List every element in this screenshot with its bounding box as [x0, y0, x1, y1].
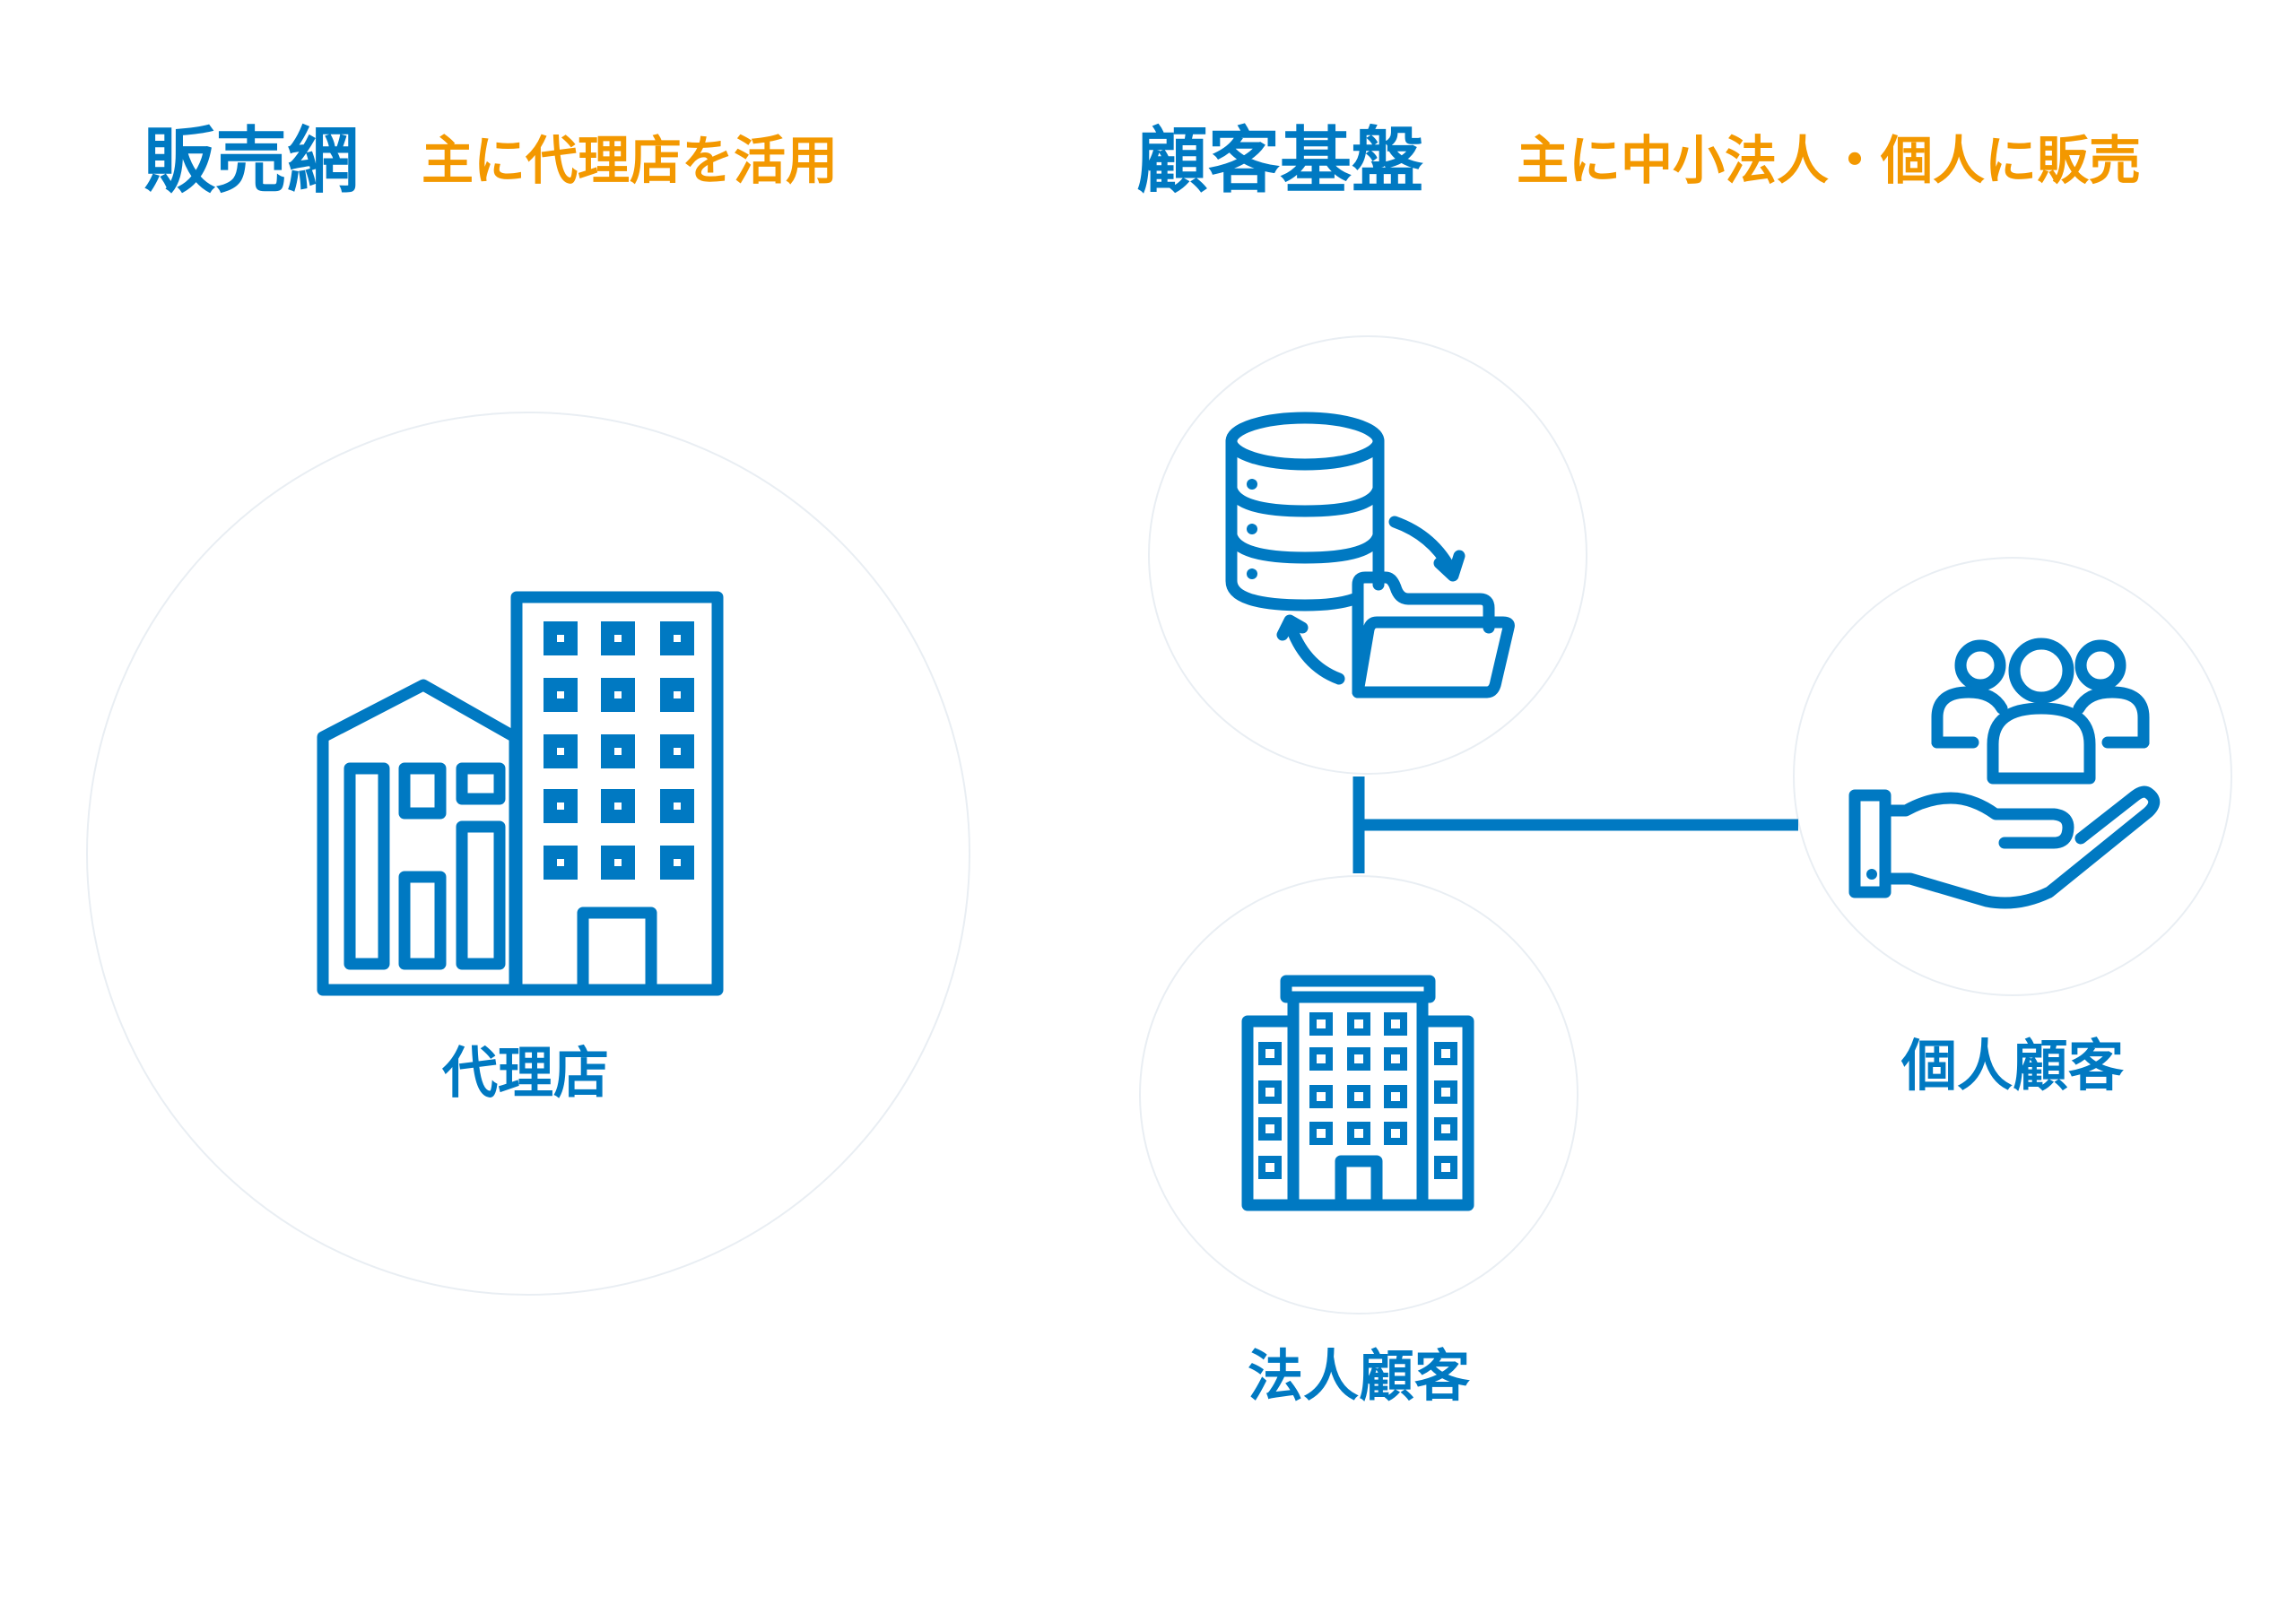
- corporate-circle: [1139, 875, 1578, 1314]
- window-icon: [1309, 1122, 1333, 1145]
- window-icon: [1309, 1047, 1333, 1071]
- right-section-subtitle: 主に中小法人・個人に販売: [1517, 130, 2142, 191]
- corporate-customer-label: 法人顧客: [1247, 1343, 1471, 1409]
- agency-circle: [86, 412, 970, 1296]
- individual-customer-label: 個人顧客: [1900, 1033, 2125, 1098]
- left-section-subtitle: 主に代理店を活用: [422, 130, 839, 191]
- window-icon: [1384, 1085, 1407, 1108]
- office-windows: [1258, 1012, 1457, 1179]
- window-icon: [1309, 1012, 1333, 1036]
- window-icon: [1384, 1012, 1407, 1036]
- window-icon: [1258, 1156, 1282, 1179]
- database-folder-sync-icon: [1225, 412, 1515, 698]
- office-building-icon: [1241, 975, 1474, 1211]
- hand-holding-people-icon: [1848, 638, 2161, 909]
- left-section-title: 販売網: [144, 119, 359, 203]
- window-icon: [1347, 1012, 1370, 1036]
- window-icon: [1434, 1080, 1457, 1104]
- cuff-button-icon: [1866, 869, 1877, 880]
- window-icon: [1347, 1122, 1370, 1145]
- window-icon: [1434, 1156, 1457, 1179]
- window-icon: [1384, 1047, 1407, 1071]
- window-icon: [1258, 1117, 1282, 1141]
- window-icon: [1384, 1122, 1407, 1145]
- connector-lines: [1352, 776, 1798, 873]
- right-section-title: 顧客基盤: [1136, 119, 1423, 203]
- window-icon: [1347, 1085, 1370, 1108]
- window-icon: [1309, 1085, 1333, 1108]
- window-icon: [1434, 1117, 1457, 1141]
- agency-building-icon: [317, 591, 724, 996]
- agency-label: 代理店: [441, 1040, 610, 1106]
- window-icon: [1347, 1047, 1370, 1071]
- window-icon: [1258, 1042, 1282, 1065]
- database-circle: [1148, 335, 1587, 775]
- window-icon: [1434, 1042, 1457, 1065]
- agency-windows: [544, 621, 694, 880]
- window-icon: [1258, 1080, 1282, 1104]
